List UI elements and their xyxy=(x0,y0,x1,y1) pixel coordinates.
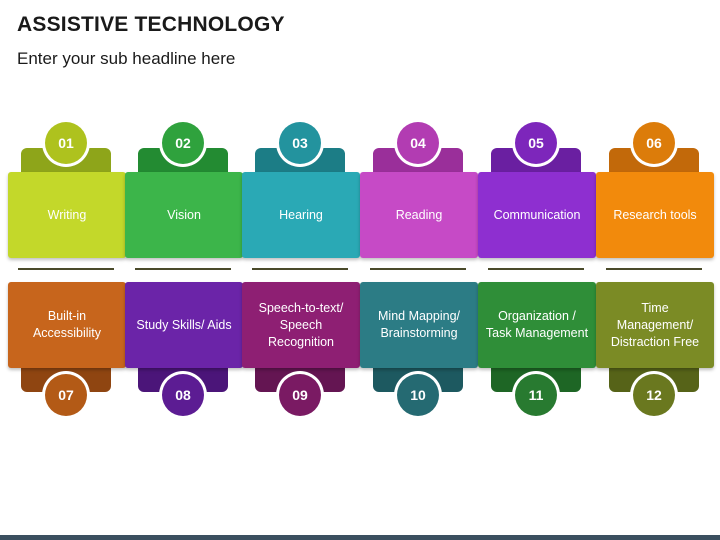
top-card: Writing xyxy=(8,172,126,258)
bottom-card: Speech-to-text/ Speech Recognition xyxy=(242,282,360,368)
top-card: Communication xyxy=(478,172,596,258)
bottom-number-badge: 10 xyxy=(397,374,439,416)
bottom-card: Organization / Task Management xyxy=(478,282,596,368)
bottom-card-label: Speech-to-text/ Speech Recognition xyxy=(258,300,344,349)
technology-column-2: Vision 02 Study Skills/ Aids 08 xyxy=(125,0,243,540)
top-card-label: Research tools xyxy=(613,207,697,222)
footer-bar xyxy=(0,535,720,540)
bottom-number-badge: 08 xyxy=(162,374,204,416)
top-card: Hearing xyxy=(242,172,360,258)
top-card: Reading xyxy=(360,172,478,258)
column-divider xyxy=(370,268,466,270)
bottom-card-label: Organization / Task Management xyxy=(485,309,589,340)
top-card-label: Communication xyxy=(493,207,581,222)
bottom-number-badge: 09 xyxy=(279,374,321,416)
top-number-badge: 06 xyxy=(633,122,675,164)
bottom-card-label: Time Management/ Distraction Free xyxy=(610,300,700,349)
bottom-number-badge: 11 xyxy=(515,374,557,416)
page-title: ASSISTIVE TECHNOLOGY xyxy=(17,13,285,36)
top-card: Vision xyxy=(125,172,243,258)
top-card: Research tools xyxy=(596,172,714,258)
bottom-card: Time Management/ Distraction Free xyxy=(596,282,714,368)
bottom-number-badge: 12 xyxy=(633,374,675,416)
top-card-label: Reading xyxy=(395,207,443,222)
top-number-badge: 03 xyxy=(279,122,321,164)
top-number-badge: 02 xyxy=(162,122,204,164)
top-card-label: Vision xyxy=(167,207,201,222)
column-divider xyxy=(252,268,348,270)
page-subtitle: Enter your sub headline here xyxy=(17,49,236,68)
column-divider xyxy=(135,268,231,270)
column-divider xyxy=(488,268,584,270)
bottom-card-label: Study Skills/ Aids xyxy=(136,317,232,332)
technology-column-3: Hearing 03 Speech-to-text/ Speech Recogn… xyxy=(242,0,360,540)
technology-column-5: Communication 05 Organization / Task Man… xyxy=(478,0,596,540)
top-number-badge: 01 xyxy=(45,122,87,164)
bottom-card-label: Built-in Accessibility xyxy=(32,309,102,340)
column-divider xyxy=(606,268,702,270)
technology-column-6: Research tools 06 Time Management/ Distr… xyxy=(596,0,714,540)
bottom-card: Study Skills/ Aids xyxy=(125,282,243,368)
top-card-label: Hearing xyxy=(279,207,323,222)
technology-column-1: Writing 01 Built-in Accessibility 07 xyxy=(8,0,126,540)
bottom-card: Built-in Accessibility xyxy=(8,282,126,368)
top-number-badge: 05 xyxy=(515,122,557,164)
top-card-label: Writing xyxy=(47,207,87,222)
technology-column-4: Reading 04 Mind Mapping/ Brainstorming 1… xyxy=(360,0,478,540)
bottom-card-label: Mind Mapping/ Brainstorming xyxy=(378,309,460,340)
top-number-badge: 04 xyxy=(397,122,439,164)
column-divider xyxy=(18,268,114,270)
bottom-card: Mind Mapping/ Brainstorming xyxy=(360,282,478,368)
bottom-number-badge: 07 xyxy=(45,374,87,416)
